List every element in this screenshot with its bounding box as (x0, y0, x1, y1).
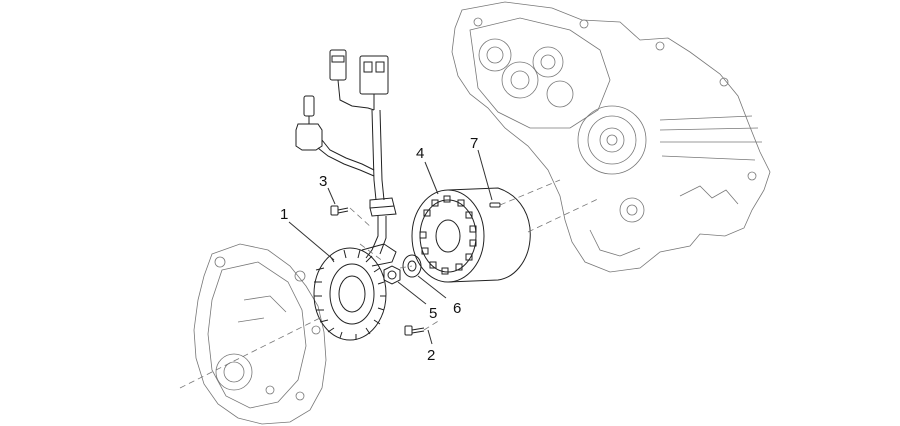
sensor-cap (295, 123, 323, 151)
callout-3: 3 (319, 173, 327, 190)
callout-2: 2 (427, 347, 435, 364)
callout-6: 6 (453, 300, 461, 317)
screw-upper (330, 205, 349, 216)
callout-7: 7 (470, 135, 478, 152)
key-pin (489, 202, 501, 208)
screw-lower (404, 325, 425, 336)
callout-5: 5 (429, 305, 437, 322)
connector-small (329, 49, 347, 81)
engine-cover (193, 243, 327, 425)
engine-crankcase (451, 1, 771, 273)
leader-lines (288, 149, 493, 345)
callout-1: 1 (280, 206, 288, 223)
wiring-harness (295, 49, 397, 259)
stator (313, 243, 397, 341)
nut (383, 265, 401, 285)
flywheel (411, 187, 531, 283)
callout-4: 4 (416, 145, 424, 162)
assembly-axis-lines (179, 179, 601, 389)
